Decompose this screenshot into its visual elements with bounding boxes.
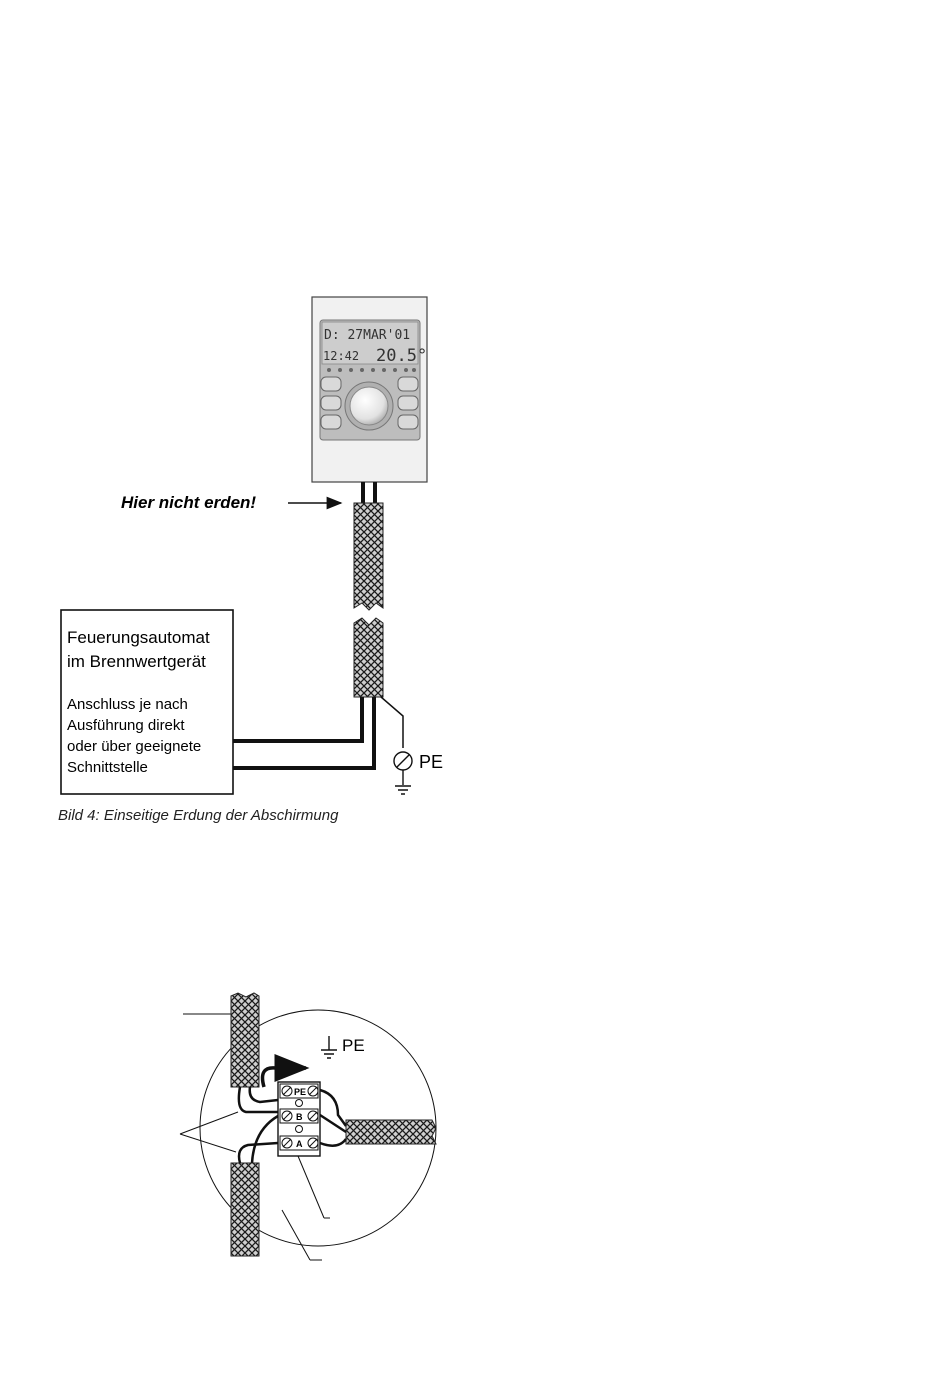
leader-line-left-a [180, 1112, 238, 1134]
lcd-time: 12:42 [323, 349, 359, 363]
figure-4: D: 27MAR'01 12:42 20.5° [58, 297, 443, 824]
comfort-button-icon[interactable] [398, 377, 418, 391]
horizontal-cable-right [346, 1120, 436, 1144]
pe-label: PE [419, 752, 443, 772]
controller-title-line-1: Feuerungsautomat [67, 628, 210, 647]
lcd-temperature: 20.5° [376, 346, 427, 366]
wire-to-controller-1 [233, 697, 362, 741]
vertical-cable-lower [231, 1163, 259, 1256]
shield-drain-wire [381, 697, 403, 748]
ground-symbol-icon [321, 1036, 337, 1058]
figure-4-caption: Bild 4: Einseitige Erdung der Abschirmun… [58, 807, 339, 824]
shielded-cable-upper [354, 503, 383, 610]
leader-line-housing [282, 1210, 310, 1260]
controller-note-line-1: Anschluss je nach [67, 696, 188, 713]
controller-title-line-2: im Brennwertgerät [67, 652, 206, 671]
terminal-block: PE B A [278, 1082, 320, 1156]
lcd-line-1: D: 27MAR'01 [324, 328, 410, 343]
terminal-label-a: A [296, 1139, 303, 1149]
leader-line-left-b [180, 1134, 236, 1152]
no-ground-callout: Hier nicht erden! [121, 493, 256, 512]
eco-button-icon[interactable] [398, 396, 418, 410]
figure-5: PE B A PE [180, 993, 436, 1260]
leader-line-terminal [298, 1156, 324, 1218]
wire-to-controller-2 [233, 697, 374, 768]
curve-button-icon[interactable] [321, 396, 341, 410]
room-controller-device: D: 27MAR'01 12:42 20.5° [312, 297, 427, 503]
hotwater-button-icon[interactable] [398, 415, 418, 429]
vertical-cable-upper [231, 993, 259, 1087]
info-button-icon[interactable] [321, 415, 341, 429]
pe-label-figure-5: PE [342, 1036, 365, 1055]
terminal-label-pe: PE [294, 1087, 306, 1097]
controller-note-line-4: Schnittstelle [67, 759, 148, 776]
mode-button-icon[interactable] [321, 377, 341, 391]
controller-note-line-2: Ausführung direkt [67, 717, 185, 734]
controller-note-line-3: oder über geeignete [67, 738, 201, 755]
terminal-label-b: B [296, 1112, 303, 1122]
rotary-knob-icon[interactable] [350, 387, 388, 425]
ground-symbol-icon [395, 786, 411, 794]
shielded-cable-lower [354, 618, 383, 697]
